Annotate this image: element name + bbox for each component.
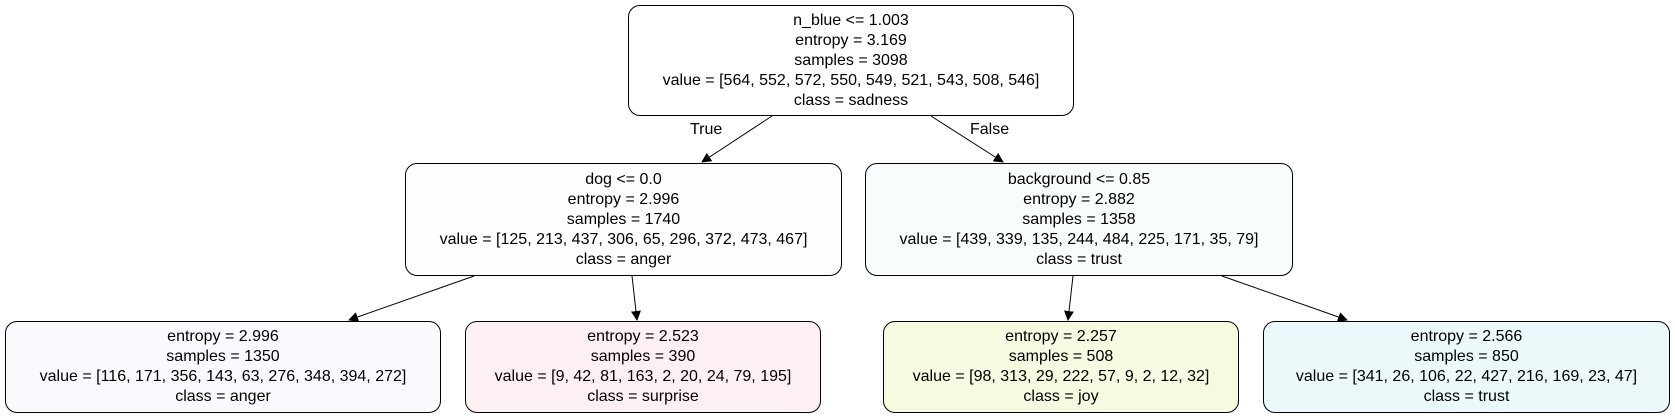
node-class: class = joy (1023, 388, 1099, 405)
node-entropy: entropy = 3.169 (795, 31, 907, 49)
edge-right-to-leaf-rr (1221, 275, 1348, 322)
node-entropy: entropy = 2.566 (1410, 328, 1523, 345)
node-class: class = sadness (793, 91, 909, 109)
node-split-rule: n_blue <= 1.003 (793, 11, 909, 29)
node-value: value = [341, 26, 106, 22, 427, 216, 169… (1295, 368, 1638, 385)
node-class: class = trust (1036, 250, 1122, 268)
node-samples: samples = 508 (1008, 348, 1114, 365)
node-value: value = [116, 171, 356, 143, 63, 276, 34… (39, 368, 407, 385)
tree-leaf-ll: entropy = 2.996 samples = 1350 value = [… (5, 321, 441, 413)
tree-leaf-rl: entropy = 2.257 samples = 508 value = [9… (883, 321, 1239, 413)
node-entropy: entropy = 2.996 (167, 328, 279, 345)
node-entropy: entropy = 2.523 (587, 328, 699, 345)
node-entropy: entropy = 2.257 (1005, 328, 1117, 345)
node-samples: samples = 850 (1414, 348, 1519, 365)
node-split-rule: dog <= 0.0 (585, 170, 662, 188)
edge-right-to-leaf-rl (1064, 275, 1074, 321)
node-samples: samples = 1358 (1022, 210, 1136, 228)
node-value: value = [125, 213, 437, 306, 65, 296, 37… (439, 230, 808, 248)
node-samples: samples = 390 (590, 348, 696, 365)
edge-left-to-leaf-lr (631, 275, 641, 321)
node-samples: samples = 1350 (166, 348, 280, 365)
node-class: class = trust (1423, 388, 1510, 405)
tree-node-root: n_blue <= 1.003 entropy = 3.169 samples … (628, 5, 1074, 116)
edge-label-true: True (690, 121, 723, 138)
tree-leaf-rr: entropy = 2.566 samples = 850 value = [3… (1263, 321, 1670, 413)
node-class: class = surprise (587, 388, 699, 405)
node-entropy: entropy = 2.882 (1023, 190, 1135, 208)
tree-node-left: dog <= 0.0 entropy = 2.996 samples = 174… (405, 163, 842, 276)
edge-root-to-right (930, 115, 1004, 163)
node-samples: samples = 3098 (794, 51, 908, 69)
node-class: class = anger (175, 388, 271, 405)
node-value: value = [439, 339, 135, 244, 484, 225, 1… (899, 230, 1259, 248)
node-samples: samples = 1740 (566, 210, 681, 228)
node-value: value = [564, 552, 572, 550, 549, 521, 5… (662, 71, 1040, 89)
node-value: value = [9, 42, 81, 163, 2, 20, 24, 79, … (494, 368, 792, 385)
node-class: class = anger (575, 250, 672, 268)
edge-left-to-leaf-ll (348, 275, 475, 322)
node-value: value = [98, 313, 29, 222, 57, 9, 2, 12,… (912, 368, 1210, 385)
node-entropy: entropy = 2.996 (567, 190, 680, 208)
edge-root-to-left (701, 115, 773, 163)
edge-label-false: False (970, 121, 1010, 138)
tree-leaf-lr: entropy = 2.523 samples = 390 value = [9… (465, 321, 821, 413)
node-split-rule: background <= 0.85 (1007, 170, 1151, 188)
tree-node-right: background <= 0.85 entropy = 2.882 sampl… (865, 163, 1293, 276)
